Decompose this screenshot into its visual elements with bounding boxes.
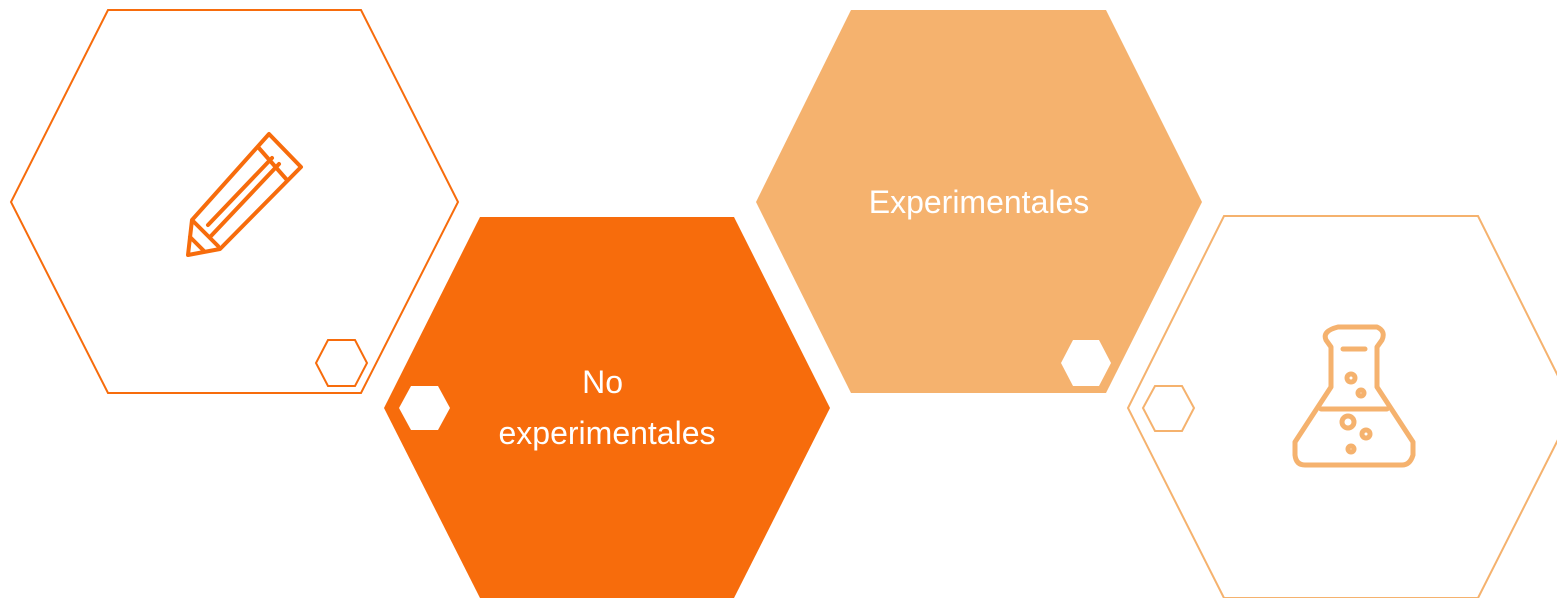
small-hexagon-outline-2 xyxy=(1141,385,1196,432)
pencil-icon xyxy=(186,132,303,257)
no-experimentales-line-2: experimentales xyxy=(499,415,716,451)
small-hexagon-white xyxy=(399,386,450,430)
pencil-hexagon xyxy=(9,9,460,394)
flask-icon xyxy=(1292,324,1416,468)
no-experimentales-hexagon xyxy=(384,217,830,598)
experimentales-hexagon xyxy=(756,10,1202,393)
small-hexagon-outline xyxy=(314,339,369,387)
no-experimentales-label: No experimentales xyxy=(499,364,716,451)
flask-hexagon xyxy=(1126,215,1557,598)
experimentales-label: Experimentales xyxy=(869,184,1090,220)
no-experimentales-line-1: No xyxy=(582,364,623,400)
small-hexagon-white-2 xyxy=(1061,340,1111,386)
